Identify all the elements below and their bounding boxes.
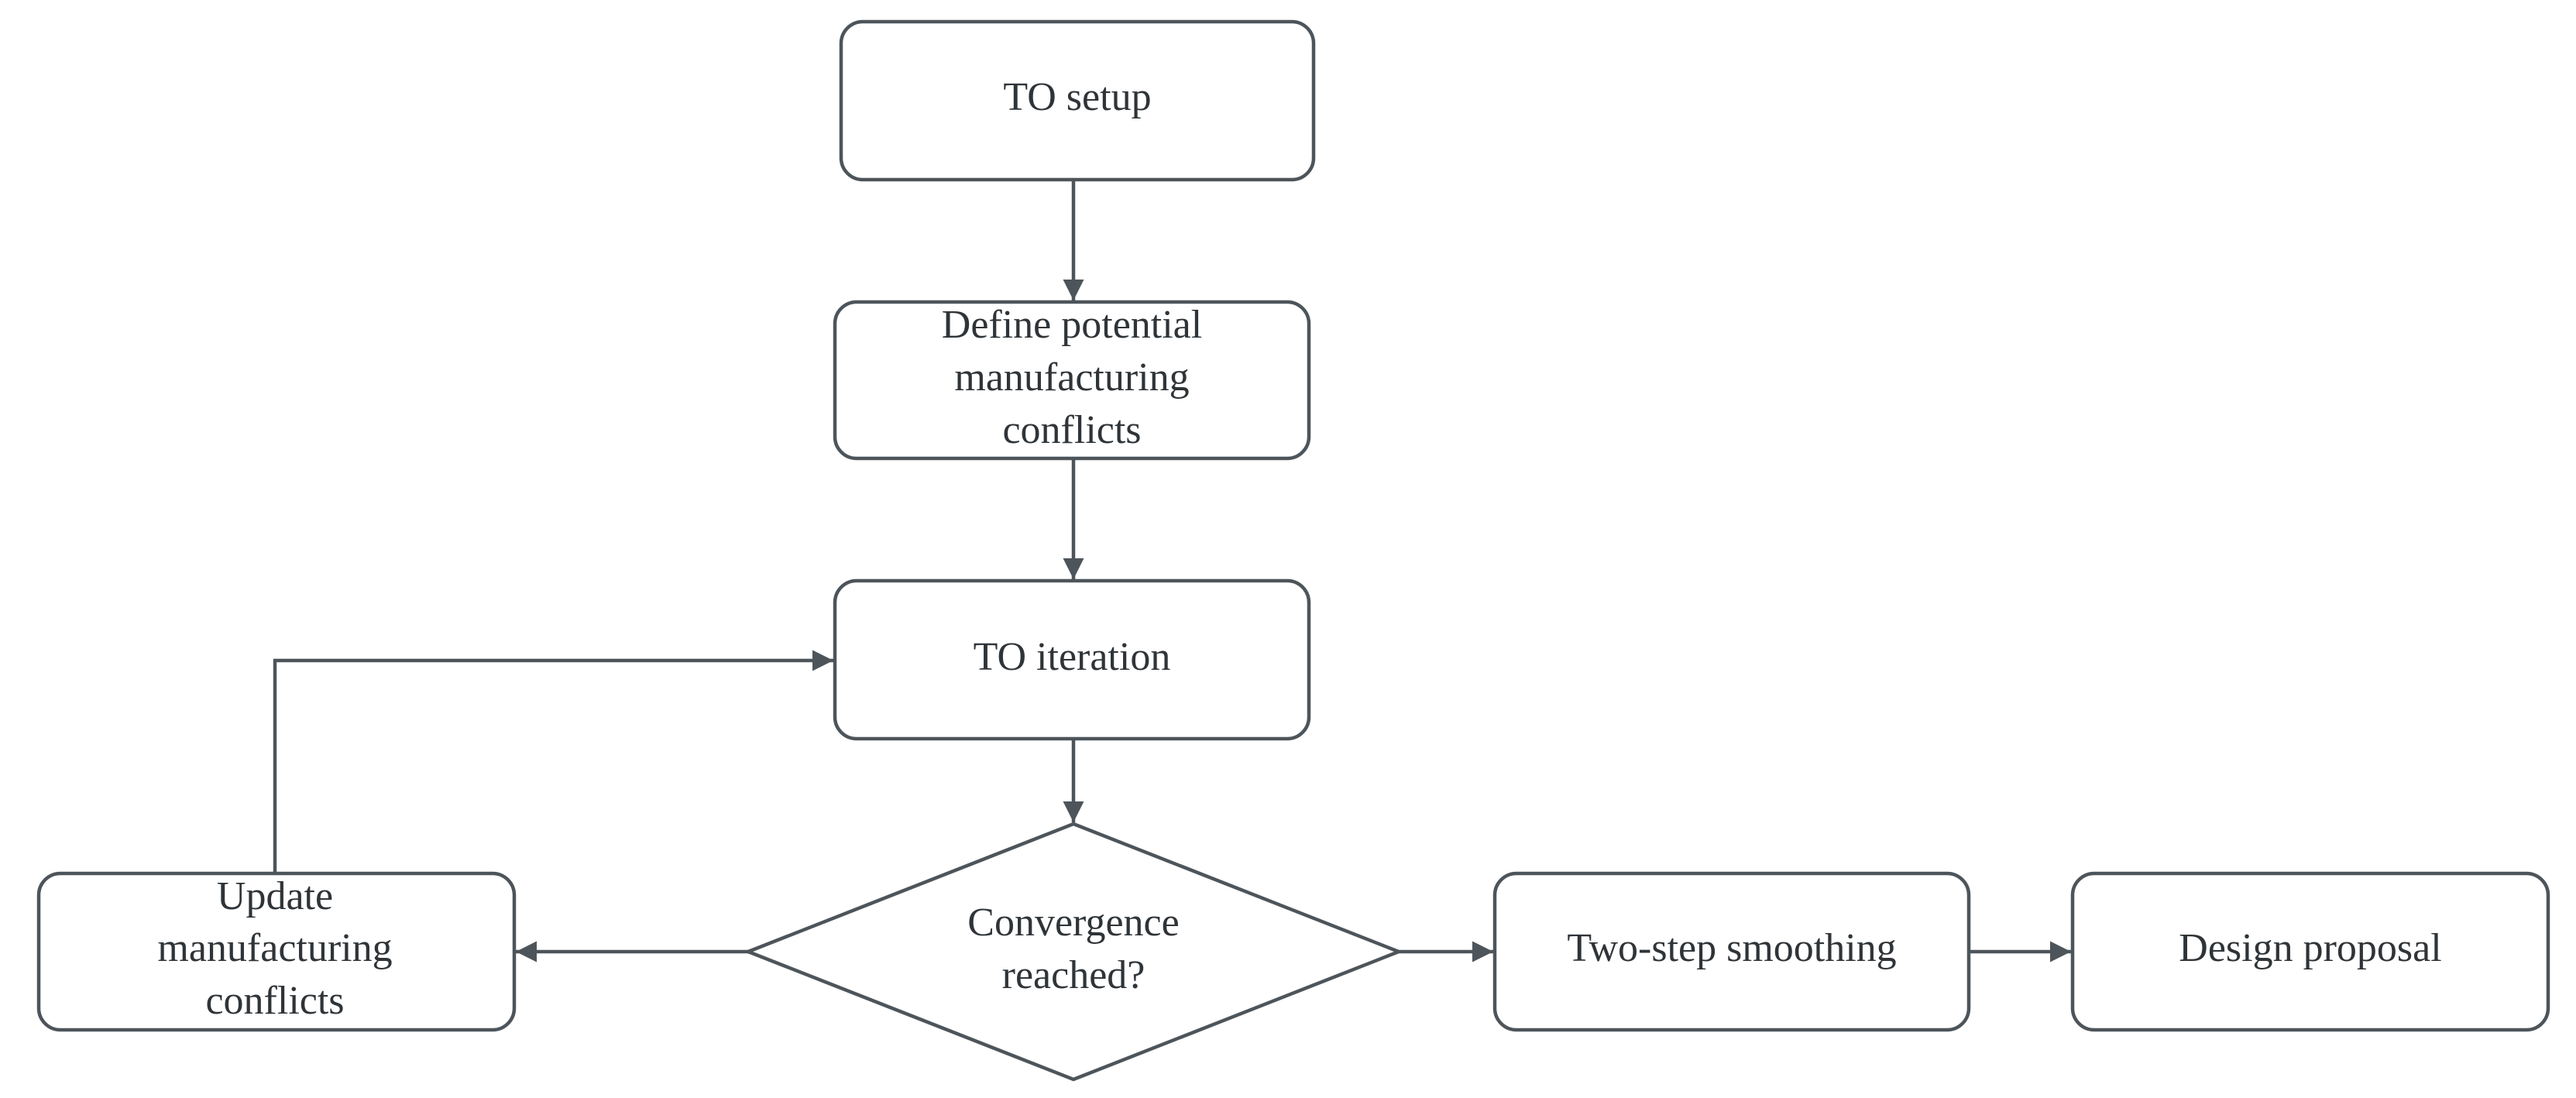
node-update-conflicts: Update manufacturing conflicts [36,871,517,1032]
node-design-proposal: Design proposal [2070,871,2550,1032]
edge-update-to-iteration [273,650,833,873]
edges [273,181,2071,962]
node-define-conflicts-line-2: manufacturing [954,355,1189,400]
node-convergence-line-1: Convergence [967,901,1179,945]
node-convergence-line-2: reached? [1002,953,1145,997]
node-update-conflicts-line-2: manufacturing [157,926,392,970]
node-smoothing-label: Two-step smoothing [1567,926,1896,970]
node-two-step-smoothing: Two-step smoothing [1492,871,1971,1032]
node-to-iteration-label: TO iteration [974,635,1171,679]
node-to-setup: TO setup [839,19,1316,182]
node-define-conflicts-line-3: conflicts [1002,408,1141,452]
node-to-setup-label: TO setup [1003,75,1151,119]
node-design-proposal-label: Design proposal [2179,926,2441,970]
node-update-conflicts-line-3: conflicts [205,979,344,1023]
node-define-conflicts: Define potential manufacturing conflicts [833,300,1311,461]
node-convergence-decision: Convergence reached? [743,822,1404,1082]
node-define-conflicts-line-1: Define potential [942,303,1202,347]
node-update-conflicts-line-1: Update [217,874,333,918]
node-to-iteration: TO iteration [833,578,1311,741]
